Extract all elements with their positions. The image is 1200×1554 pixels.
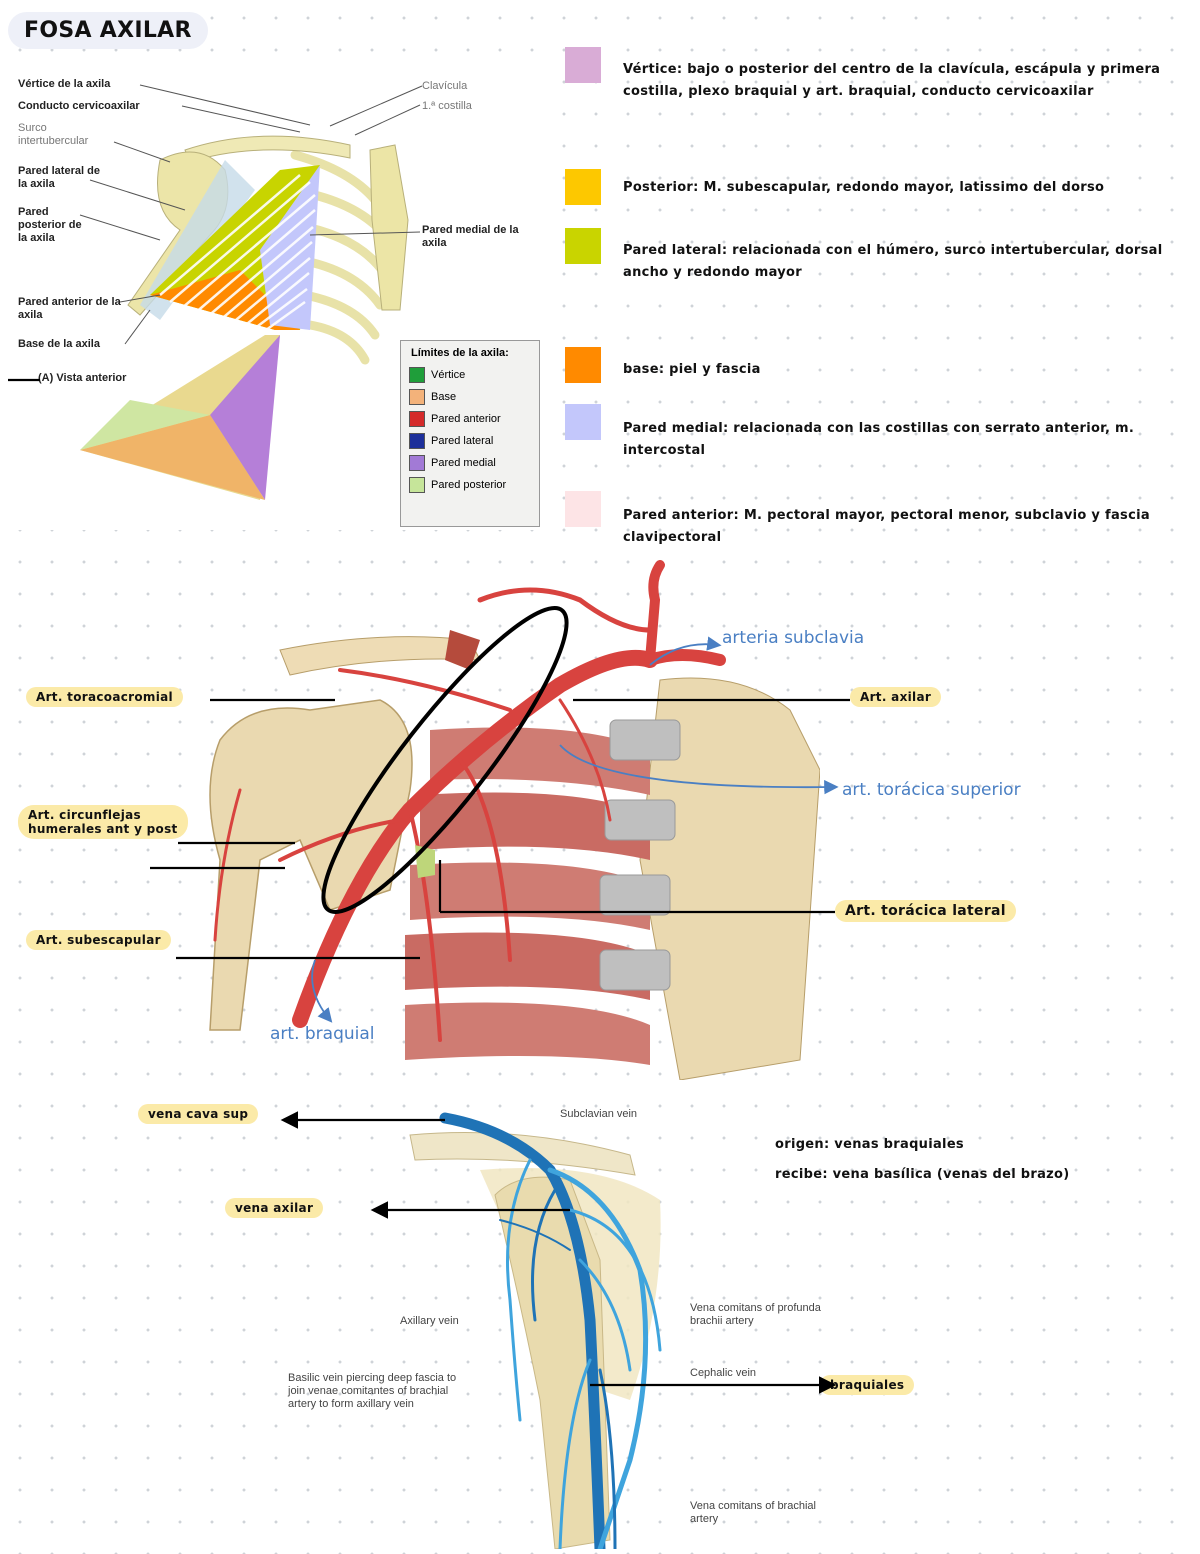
label-base: Base de la axila	[18, 338, 100, 350]
legend-swatch	[409, 367, 425, 383]
legend-label: Base	[431, 391, 457, 403]
legend-label: Vértice	[431, 369, 466, 381]
callout-braquiales: braquiales	[820, 1375, 915, 1395]
legend-item: Pared medial	[409, 452, 539, 474]
legend-item: Vértice	[409, 364, 539, 386]
legend-item: Pared posterior	[409, 474, 539, 496]
key-text: Vértice: bajo o posterior del centro de …	[623, 62, 1161, 99]
callout-art-circunflejas: Art. circunflejas humerales ant y post	[18, 805, 188, 839]
label-axillary-vein: Axillary vein	[400, 1315, 459, 1327]
axilla-diagram: Vértice de la axila Conducto cervicoaxil…	[10, 70, 545, 530]
veins-drawing	[409, 1112, 662, 1554]
key-body: piel y fascia	[669, 362, 761, 377]
legend-label: Pared posterior	[431, 479, 507, 491]
label-vista-anterior: (A) Vista anterior	[38, 372, 127, 384]
callout-vena-axilar: vena axilar	[225, 1198, 324, 1218]
key-swatch	[565, 404, 601, 440]
label-pared-posterior: Pared posterior de la axila	[18, 206, 82, 244]
callout-art-toracica-lateral: Art. torácica lateral	[835, 900, 1016, 922]
key-body: M. pectoral mayor, pectoral menor, subcl…	[623, 508, 1150, 545]
key-body: bajo o posterior del centro de la clavíc…	[623, 62, 1161, 99]
label-pared-anterior: Pared anterior de la axila	[18, 296, 121, 321]
key-swatch	[565, 491, 601, 527]
label-surco: Surco intertubercular	[18, 122, 89, 147]
note-origen: origen: venas braquiales	[775, 1137, 964, 1152]
key-swatch	[565, 169, 601, 205]
key-head: Vértice	[623, 62, 677, 77]
callout-art-subescapular: Art. subescapular	[26, 930, 171, 950]
label-arteria-subclavia: arteria subclavia	[722, 628, 865, 648]
label-cephalic-vein: Cephalic vein	[690, 1367, 757, 1379]
legend-label: Pared lateral	[431, 435, 494, 447]
veins-illustration: Subclavian vein Axillary vein Vena comit…	[270, 1100, 830, 1554]
legend-item: Base	[409, 386, 539, 408]
label-art-toracica-superior: art. torácica superior	[842, 780, 1021, 800]
legend-swatch	[409, 411, 425, 427]
key-text: Pared lateral: relacionada con el húmero…	[623, 243, 1163, 280]
label-art-braquial: art. braquial	[270, 1024, 375, 1044]
label-clavicula: Clavícula	[422, 80, 468, 92]
label-basilic-vein-text: Basilic vein piercing deep fascia to joi…	[288, 1372, 457, 1410]
key-body: M. subescapular, redondo mayor, latissim…	[703, 180, 1105, 195]
axilla-legend: Límites de la axila: Vértice Base Pared …	[400, 340, 540, 527]
label-vertice: Vértice de la axila	[18, 78, 111, 90]
axilla-illustration	[10, 70, 545, 530]
key-head: Pared lateral	[623, 243, 722, 258]
key-text: Pared medial: relacionada con las costil…	[623, 421, 1135, 458]
legend-label: Pared anterior	[431, 413, 501, 425]
label-vena-comitans-brachial: Vena comitans of brachial artery	[690, 1500, 816, 1525]
key-text: base: piel y fascia	[623, 362, 761, 377]
page-title: FOSA AXILAR	[8, 12, 208, 49]
label-pared-lateral: Pared lateral de la axila	[18, 165, 100, 190]
key-swatch	[565, 228, 601, 264]
callout-art-axilar: Art. axilar	[850, 687, 942, 707]
key-swatch	[565, 47, 601, 83]
legend-swatch	[409, 477, 425, 493]
label-pared-medial: Pared medial de la axila	[422, 224, 519, 249]
key-head: Posterior	[623, 180, 694, 195]
callout-vena-cava: vena cava sup	[138, 1104, 259, 1124]
label-conducto: Conducto cervicoaxilar	[18, 100, 140, 112]
callout-art-toracoacromial: Art. toracoacromial	[26, 687, 183, 707]
note-recibe: recibe: vena basílica (venas del brazo)	[775, 1167, 1070, 1182]
legend-item: Pared lateral	[409, 430, 539, 452]
key-body: relacionada con las costillas con serrat…	[623, 421, 1135, 458]
key-swatch	[565, 347, 601, 383]
legend-title: Límites de la axila:	[411, 347, 509, 359]
legend-swatch	[409, 389, 425, 405]
key-head: base	[623, 362, 659, 377]
key-head: Pared medial	[623, 421, 723, 436]
legend-item: Pared anterior	[409, 408, 539, 430]
key-head: Pared anterior	[623, 508, 734, 523]
legend-label: Pared medial	[431, 457, 496, 469]
key-body: relacionada con el húmero, surco intertu…	[623, 243, 1163, 280]
key-text: Pared anterior: M. pectoral mayor, pecto…	[623, 508, 1150, 545]
legend-swatch	[409, 455, 425, 471]
key-text: Posterior: M. subescapular, redondo mayo…	[623, 180, 1105, 195]
legend-swatch	[409, 433, 425, 449]
label-subclavian-vein: Subclavian vein	[560, 1108, 638, 1120]
label-costilla: 1.ª costilla	[422, 100, 472, 112]
label-vena-comitans-profunda: Vena comitans of profunda brachii artery	[690, 1302, 821, 1327]
